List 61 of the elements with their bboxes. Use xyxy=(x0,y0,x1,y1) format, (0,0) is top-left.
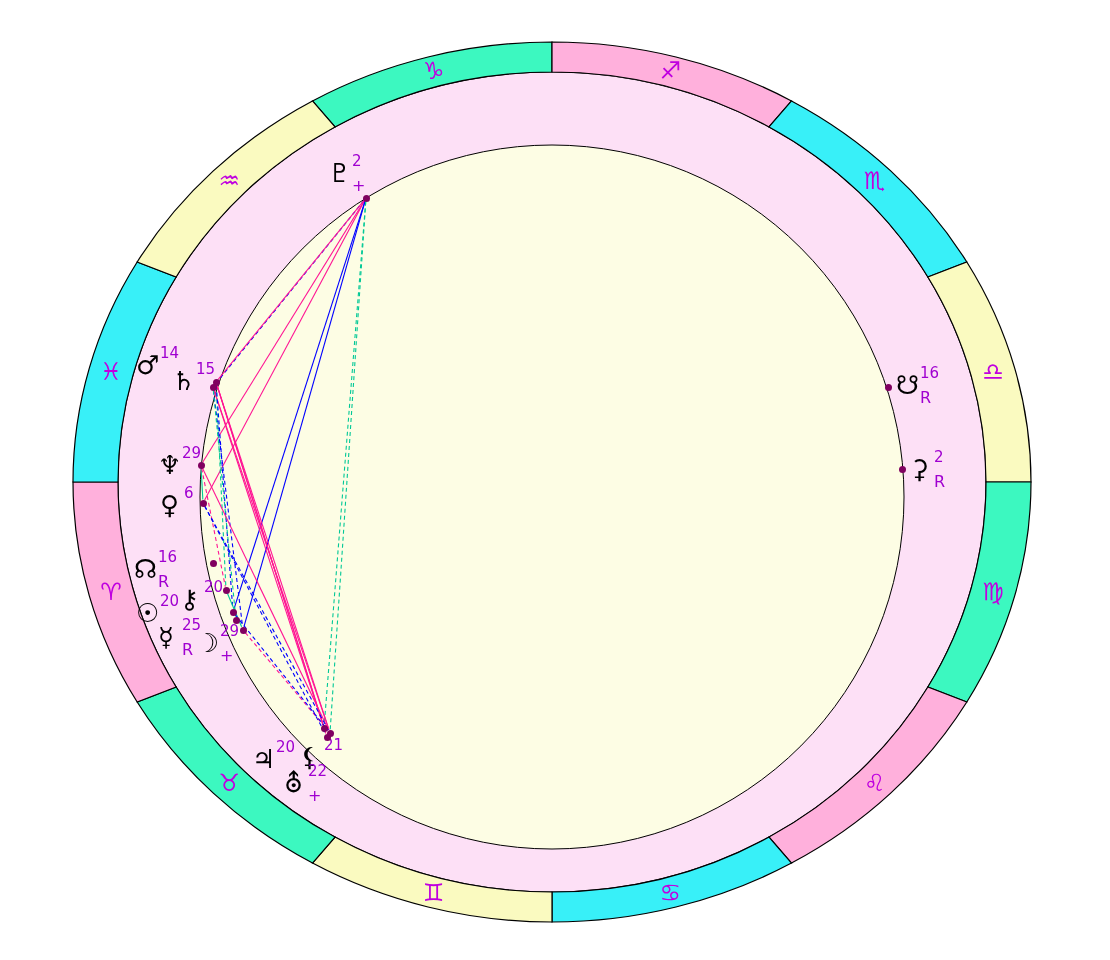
degree-number: 20 xyxy=(204,580,224,595)
degree-number: 25 xyxy=(182,618,202,633)
chart-mark: + xyxy=(308,788,322,804)
degree-number: 2 xyxy=(352,154,362,169)
zodiac-sign-glyph: ♐ xyxy=(659,59,681,84)
zodiac-sign-glyph: ♓ xyxy=(100,360,122,384)
planet-dot xyxy=(232,616,240,624)
planet-dot xyxy=(212,378,220,386)
planet-dot xyxy=(884,383,892,391)
zodiac-sign-glyph: ♎ xyxy=(982,360,1004,384)
planet-glyph: ☿ xyxy=(158,624,174,650)
chart-mark: R xyxy=(920,390,932,406)
degree-number: 14 xyxy=(160,346,180,361)
planet-glyph: ♃ xyxy=(252,746,276,772)
aspect-line xyxy=(201,467,330,731)
planet-glyph: ♇ xyxy=(328,160,352,186)
degree-number: 16 xyxy=(920,366,940,381)
planet-glyph: ⛢ xyxy=(284,770,304,796)
planet-glyph: ♆ xyxy=(158,452,182,478)
chart-mark: R xyxy=(158,574,170,590)
planet-glyph: ☽ xyxy=(196,630,220,656)
planet-glyph: ♂ xyxy=(136,352,160,378)
zodiac-sign-glyph: ♍ xyxy=(982,580,1004,604)
aspect-line xyxy=(212,389,237,618)
zodiac-sign-glyph: ♌ xyxy=(864,770,886,795)
degree-number: 20 xyxy=(160,594,180,609)
planet-dot xyxy=(229,608,237,616)
zodiac-sign-glyph: ♉ xyxy=(218,770,240,795)
degree-number: 20 xyxy=(276,740,296,755)
aspect-line xyxy=(201,467,226,588)
planet-glyph: ⚷ xyxy=(180,586,200,612)
planet-glyph: ♀ xyxy=(160,492,180,518)
planet-dot xyxy=(222,586,230,594)
degree-number: 16 xyxy=(158,550,178,565)
zodiac-sign-glyph: ♊ xyxy=(423,880,445,905)
zodiac-sign-glyph: ♋ xyxy=(659,880,681,905)
planet-glyph: ☊ xyxy=(134,556,158,582)
planet-dot xyxy=(199,499,207,507)
planet-dot xyxy=(197,461,205,469)
planet-glyph: ♄ xyxy=(172,368,196,394)
degree-number: 29 xyxy=(220,624,240,639)
planet-dot xyxy=(239,626,247,634)
chart-mark: + xyxy=(220,648,234,664)
planet-glyph: ☋ xyxy=(896,372,920,398)
aspect-line xyxy=(226,592,243,628)
zodiac-sign-glyph: ♈ xyxy=(100,580,122,604)
zodiac-sign-glyph: ♑ xyxy=(423,59,445,84)
zodiac-sign-glyph: ♏ xyxy=(864,169,886,194)
planet-dot xyxy=(320,724,328,732)
chart-mark: + xyxy=(352,178,366,194)
degree-number: 29 xyxy=(182,446,202,461)
degree-number: 6 xyxy=(184,486,194,501)
chart-mark: R xyxy=(182,642,194,658)
zodiac-sign-glyph: ♒ xyxy=(218,169,240,194)
planet-dot xyxy=(362,194,370,202)
planet-dot xyxy=(209,559,217,567)
degree-number: 15 xyxy=(196,362,216,377)
degree-number: 2 xyxy=(934,450,944,465)
planet-dot xyxy=(898,465,906,473)
chart-mark: R xyxy=(934,474,946,490)
planet-glyph: ⚳ xyxy=(910,456,930,482)
